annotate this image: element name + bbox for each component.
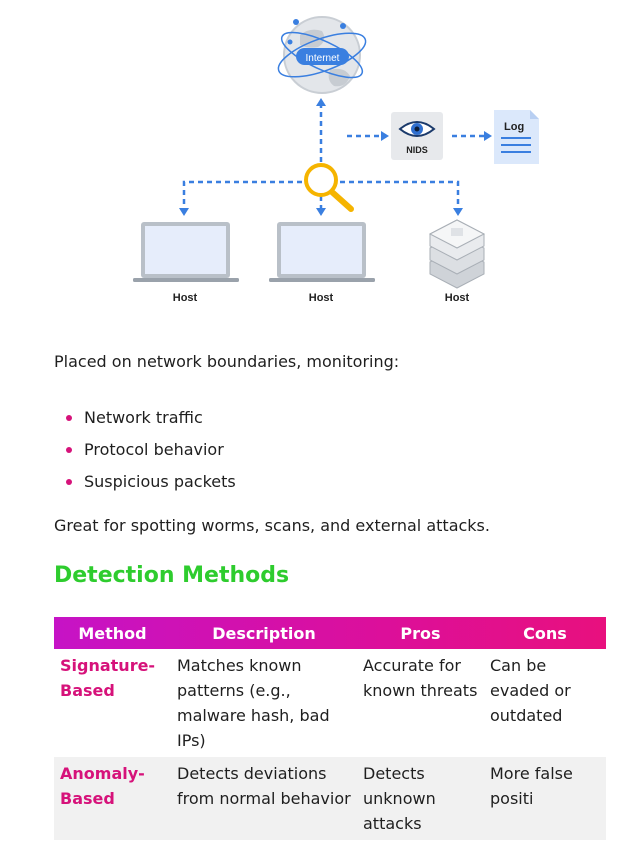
table-row: Anomaly-Based Detects deviations from no… [54, 757, 606, 840]
table-header-row: Method Description Pros Cons [54, 617, 606, 649]
description-cell: Detects deviations from normal behavior [177, 764, 351, 808]
column-header: Method [78, 623, 147, 643]
list-item: Suspicious packets [66, 466, 236, 498]
list-item-text: Suspicious packets [84, 472, 236, 491]
description-cell: Matches known patterns (e.g., malware ha… [177, 656, 330, 750]
laptop-icon [133, 222, 239, 282]
arrowheads [179, 98, 492, 216]
monitoring-list: Network traffic Protocol behavior Suspic… [66, 402, 236, 498]
section-title: Detection Methods [54, 563, 290, 588]
eye-icon [398, 121, 436, 137]
host-label: Host [445, 292, 470, 304]
column-header: Pros [400, 623, 441, 643]
bullet-dot-icon [66, 447, 72, 453]
magnifier-icon [304, 163, 354, 212]
server-icon [428, 219, 486, 289]
network-diagram: Internet NIDS Log [133, 16, 539, 304]
cons-cell: Can be evaded or outdated [490, 656, 571, 725]
internet-label: Internet [306, 53, 340, 64]
log-label: Log [504, 121, 524, 133]
intro-text: Placed on network boundaries, monitoring… [54, 352, 400, 371]
nids-box: NIDS [391, 112, 443, 160]
table-row: Signature-Based Matches known patterns (… [54, 649, 606, 757]
pros-cell: Accurate for known threats [363, 656, 478, 700]
method-cell: Anomaly-Based [60, 764, 145, 808]
host-label: Host [173, 292, 198, 304]
detection-methods-table: Method Description Pros Cons Signature-B… [54, 617, 606, 840]
host-label: Host [309, 292, 334, 304]
method-cell: Signature-Based [60, 656, 156, 700]
list-item-text: Protocol behavior [84, 440, 224, 459]
summary-text: Great for spotting worms, scans, and ext… [54, 516, 490, 535]
bullet-dot-icon [66, 415, 72, 421]
list-item: Network traffic [66, 402, 236, 434]
nids-label: NIDS [406, 145, 428, 155]
list-item: Protocol behavior [66, 434, 236, 466]
log-document-icon: Log [494, 110, 539, 164]
connectors [182, 104, 485, 210]
column-header: Description [212, 623, 316, 643]
globe-icon: Internet [277, 16, 367, 94]
column-header: Cons [523, 623, 567, 643]
cons-cell: More false positi [490, 764, 573, 808]
bullet-dot-icon [66, 479, 72, 485]
list-item-text: Network traffic [84, 408, 203, 427]
pros-cell: Detects unknown attacks [363, 764, 436, 833]
laptop-icon [269, 222, 375, 282]
